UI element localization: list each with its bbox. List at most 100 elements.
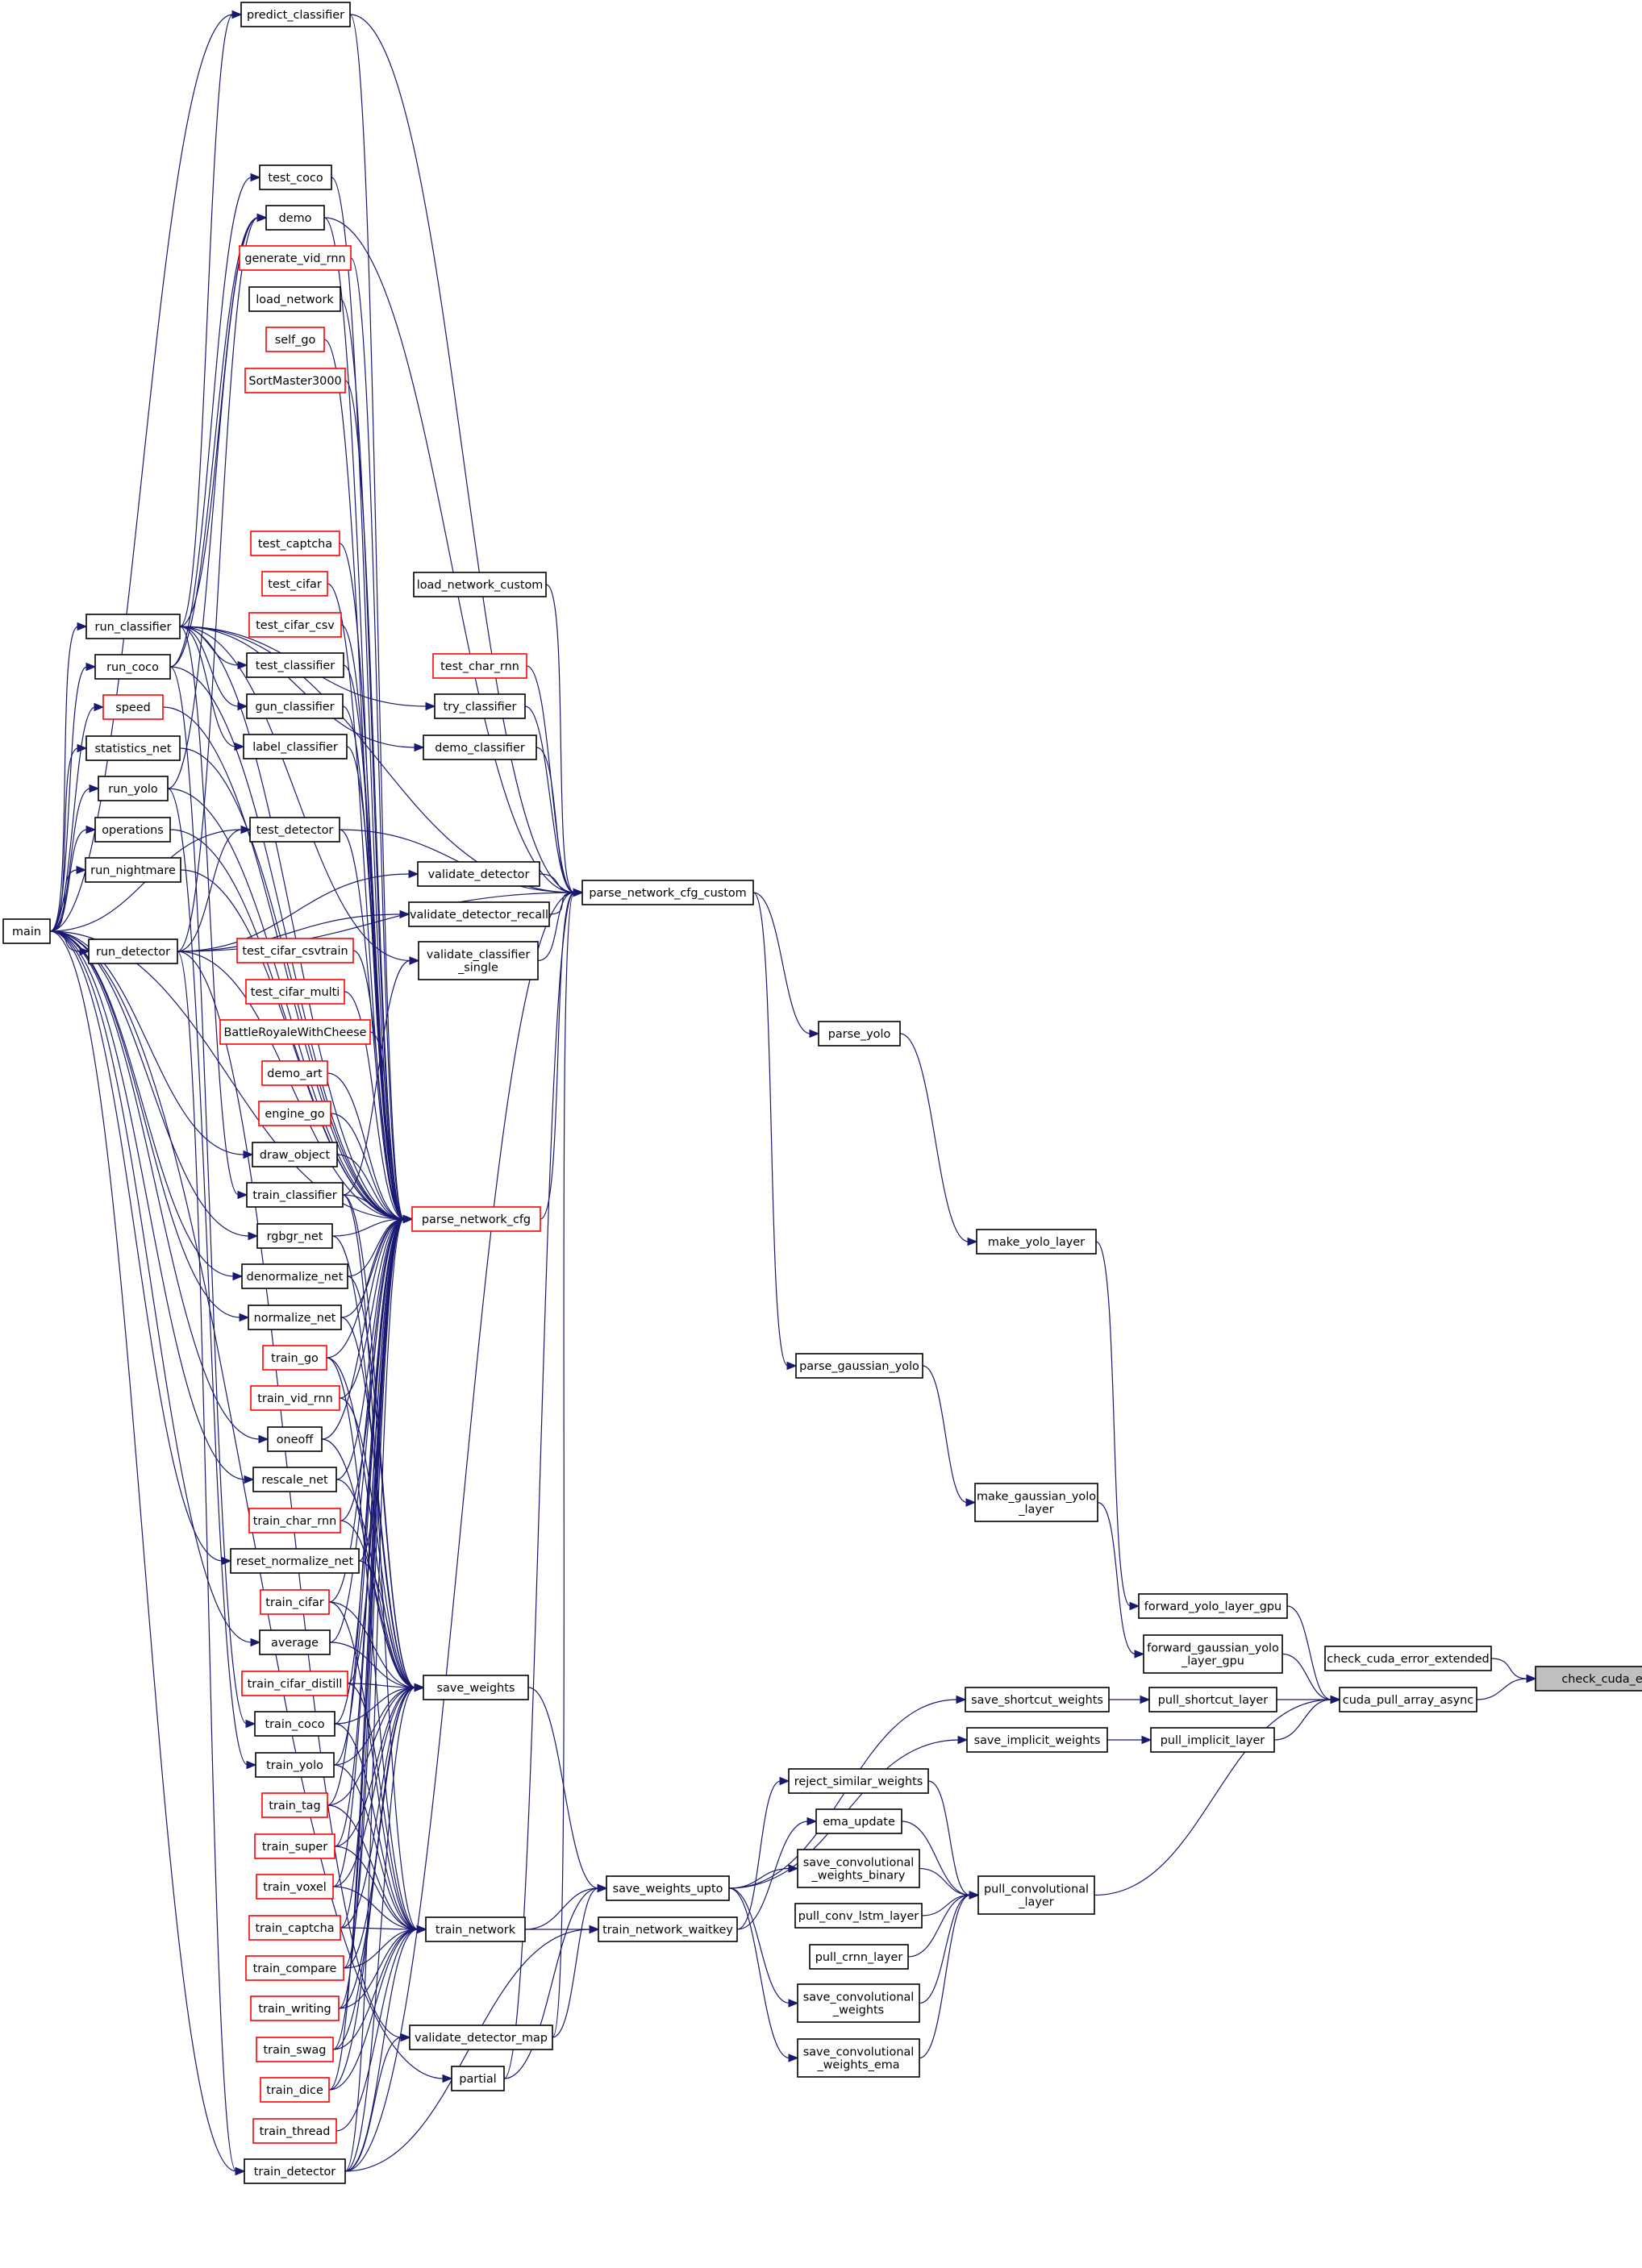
node-train-captcha[interactable]: train_captcha [248, 1915, 341, 1941]
node-partial[interactable]: partial [451, 2066, 505, 2091]
node-pull-convolutional-layer[interactable]: pull_convolutional_layer [977, 1875, 1095, 1915]
node-pull-implicit-layer[interactable]: pull_implicit_layer [1150, 1727, 1275, 1753]
node-label-classifier[interactable]: label_classifier [243, 734, 348, 759]
node-save-weights-upto[interactable]: save_weights_upto [606, 1875, 730, 1901]
arrow-head-icon [1141, 1735, 1152, 1745]
node-generate-vid-rnn[interactable]: generate_vid_rnn [239, 245, 352, 271]
node-oneoff[interactable]: oneoff [267, 1426, 323, 1452]
node-parse-yolo[interactable]: parse_yolo [818, 1021, 901, 1047]
node-speed[interactable]: speed [102, 694, 164, 720]
node-BattleRoyaleWithCheese[interactable]: BattleRoyaleWithCheese [219, 1019, 371, 1045]
node-cuda-pull-array-async[interactable]: cuda_pull_array_async [1339, 1687, 1477, 1712]
node-label: validate_detector_map [415, 2032, 548, 2045]
node-gun-classifier[interactable]: gun_classifier [246, 693, 344, 719]
node-parse-network-cfg-custom[interactable]: parse_network_cfg_custom [581, 880, 754, 905]
node-box [965, 1687, 1110, 1712]
edge-run_detector-to-demo [177, 217, 259, 952]
node-train-network-waitkey[interactable]: train_network_waitkey [598, 1916, 738, 1942]
node-demo-art[interactable]: demo_art [261, 1060, 328, 1086]
node-SortMaster3000[interactable]: SortMaster3000 [244, 368, 346, 393]
node-make-yolo-layer[interactable]: make_yolo_layer [976, 1229, 1097, 1255]
node-parse-gaussian-yolo[interactable]: parse_gaussian_yolo [795, 1353, 923, 1379]
node-demo[interactable]: demo [265, 205, 325, 231]
node-train-super[interactable]: train_super [254, 1833, 335, 1859]
edge-train_voxel-to-parse_network_cfg [332, 1218, 405, 1887]
edge-run_classifier-to-gun_classifier [179, 626, 240, 707]
node-test-cifar-csv[interactable]: test_cifar_csv [248, 612, 342, 638]
node-test-captcha[interactable]: test_captcha [250, 531, 340, 556]
node-reset-normalize-net[interactable]: reset_normalize_net [230, 1548, 360, 1574]
node-run-nightmare[interactable]: run_nightmare [85, 857, 181, 883]
node-predict-classifier[interactable]: predict_classifier [240, 2, 351, 27]
node-save-weights[interactable]: save_weights [423, 1675, 529, 1700]
node-test-char-rnn[interactable]: test_char_rnn [432, 653, 527, 679]
node-make-gaussian-yolo-layer[interactable]: make_gaussian_yolo_layer [974, 1483, 1098, 1522]
node-run-yolo[interactable]: run_yolo [98, 776, 169, 801]
node-train-cifar[interactable]: train_cifar [260, 1589, 330, 1615]
node-train-go[interactable]: train_go [262, 1345, 327, 1371]
node-train-classifier[interactable]: train_classifier [246, 1182, 344, 1208]
node-train-vid-rnn[interactable]: train_vid_rnn [250, 1385, 340, 1411]
node-run-detector[interactable]: run_detector [88, 938, 178, 964]
node-label: test_coco [268, 172, 323, 185]
node-test-cifar-multi[interactable]: test_cifar_multi [245, 979, 345, 1005]
node-validate-detector-recall[interactable]: validate_detector_recall [408, 901, 550, 927]
node-test-cifar-csvtrain[interactable]: test_cifar_csvtrain [236, 938, 354, 963]
node-pull-conv-lstm-layer[interactable]: pull_conv_lstm_layer [794, 1903, 923, 1929]
node-average[interactable]: average [259, 1629, 331, 1655]
node-reject-similar-weights[interactable]: reject_similar_weights [788, 1768, 929, 1794]
node-train-cifar-distill[interactable]: train_cifar_distill [241, 1671, 348, 1696]
node-test-classifier[interactable]: test_classifier [246, 652, 344, 678]
node-save-convolutional-weights-binary[interactable]: save_convolutional_weights_binary [797, 1849, 920, 1888]
node-train-coco[interactable]: train_coco [254, 1711, 335, 1737]
node-save-implicit-weights[interactable]: save_implicit_weights [966, 1727, 1108, 1753]
node-self-go[interactable]: self_go [265, 327, 325, 352]
node-save-convolutional-weights[interactable]: save_convolutional_weights [797, 1983, 920, 2023]
node-box [417, 861, 540, 887]
node-validate-detector[interactable]: validate_detector [417, 861, 540, 887]
node-load-network[interactable]: load_network [248, 286, 341, 312]
node-train-thread[interactable]: train_thread [252, 2118, 337, 2144]
node-rescale-net[interactable]: rescale_net [252, 1467, 337, 1492]
node-validate-classifier-single[interactable]: validate_classifier_single [418, 941, 539, 980]
node-validate-detector-map[interactable]: validate_detector_map [409, 2025, 553, 2050]
node-pull-crnn-layer[interactable]: pull_crnn_layer [809, 1944, 909, 1970]
node-train-writing[interactable]: train_writing [250, 1995, 340, 2021]
node-train-dice[interactable]: train_dice [260, 2077, 330, 2103]
node-check-cuda-error-extended[interactable]: check_cuda_error_extended [1324, 1646, 1492, 1671]
node-save-convolutional-weights-ema[interactable]: save_convolutional_weights_ema [797, 2038, 920, 2078]
node-statistics-net[interactable]: statistics_net [85, 735, 181, 761]
node-test-cifar[interactable]: test_cifar [261, 571, 328, 597]
node-pull-shortcut-layer[interactable]: pull_shortcut_layer [1148, 1687, 1277, 1712]
edge-run_yolo-to-train_yolo [167, 788, 248, 1766]
node-draw-object[interactable]: draw_object [252, 1142, 338, 1167]
node-train-swag[interactable]: train_swag [256, 2037, 334, 2062]
node-operations[interactable]: operations [94, 817, 171, 843]
node-run-coco[interactable]: run_coco [94, 654, 171, 680]
node-train-compare[interactable]: train_compare [245, 1955, 344, 1981]
node-train-voxel[interactable]: train_voxel [256, 1874, 334, 1900]
node-train-yolo[interactable]: train_yolo [255, 1752, 335, 1778]
node-run-classifier[interactable]: run_classifier [85, 614, 181, 639]
node-rgbgr-net[interactable]: rgbgr_net [256, 1223, 333, 1249]
node-load-network-custom[interactable]: load_network_custom [413, 572, 547, 597]
node-train-char-rnn[interactable]: train_char_rnn [248, 1508, 341, 1534]
node-demo-classifier[interactable]: demo_classifier [423, 734, 537, 760]
node-forward-gaussian-yolo-layer-gpu[interactable]: forward_gaussian_yolo_layer_gpu [1143, 1634, 1283, 1674]
node-normalize-net[interactable]: normalize_net [248, 1305, 342, 1330]
node-train-tag[interactable]: train_tag [261, 1792, 328, 1818]
node-save-shortcut-weights[interactable]: save_shortcut_weights [965, 1687, 1110, 1712]
node-test-coco[interactable]: test_coco [259, 164, 332, 190]
node-train-detector[interactable]: train_detector [244, 2158, 346, 2184]
node-check-cuda-error[interactable]: check_cuda_error [1535, 1666, 1642, 1692]
node-main[interactable]: main [2, 918, 51, 944]
node-train-network[interactable]: train_network [425, 1916, 526, 1942]
node-engine-go[interactable]: engine_go [258, 1101, 331, 1126]
node-denormalize-net[interactable]: denormalize_net [241, 1263, 348, 1289]
node-forward-yolo-layer-gpu[interactable]: forward_yolo_layer_gpu [1138, 1593, 1288, 1619]
node-box [423, 734, 537, 760]
node-try-classifier[interactable]: try_classifier [434, 693, 526, 719]
node-ema-update[interactable]: ema_update [815, 1808, 902, 1834]
node-test-detector[interactable]: test_detector [249, 817, 340, 843]
node-parse-network-cfg[interactable]: parse_network_cfg [411, 1206, 541, 1232]
